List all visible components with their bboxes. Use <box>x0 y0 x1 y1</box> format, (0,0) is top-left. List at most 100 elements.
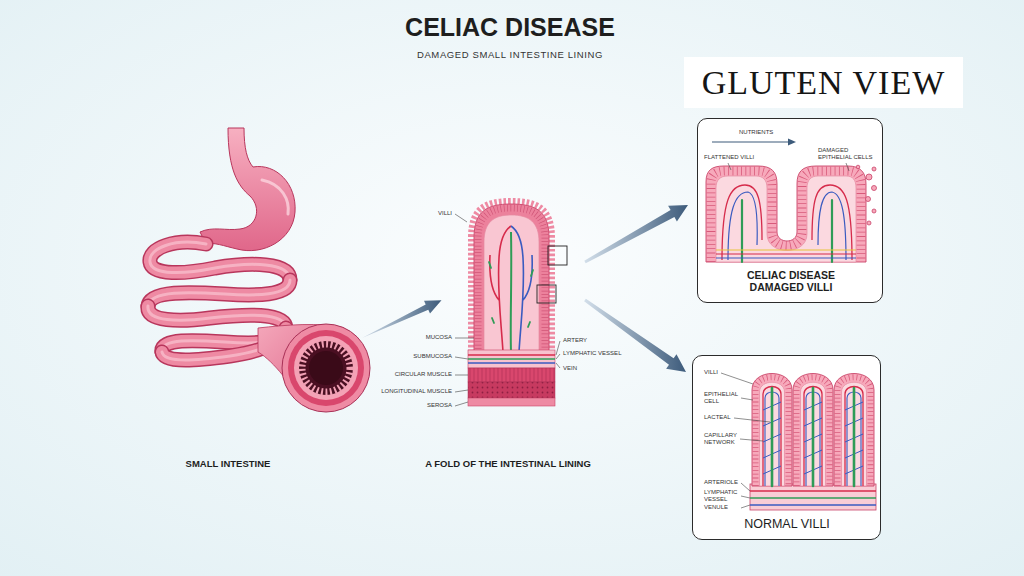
zoom-arrow <box>362 300 442 338</box>
nutrient-arrow <box>712 141 789 142</box>
leader-line <box>556 354 560 359</box>
leader-line <box>455 402 468 406</box>
leader-line <box>741 483 750 491</box>
intestine-loop <box>148 306 286 328</box>
panel-ground <box>697 118 883 303</box>
leader-line <box>741 496 750 498</box>
zoom-square <box>537 285 556 303</box>
intestine-loop <box>162 345 268 360</box>
flattened-villi <box>706 166 866 262</box>
leader-line <box>455 357 468 359</box>
part-label: VEIN <box>563 365 577 372</box>
longitudinal-muscle-layer <box>468 382 555 398</box>
part-label: SEROSA <box>427 402 452 409</box>
lymph-vessel <box>742 200 832 262</box>
part-label: SUBMUCOSA <box>413 353 452 360</box>
watermark: GLUTEN VIEW <box>684 57 963 108</box>
leader-lines <box>455 214 560 406</box>
serosa-layer <box>468 398 555 406</box>
lymph-bits <box>489 262 533 327</box>
artery-vessel <box>716 253 856 254</box>
villi-ring <box>302 344 350 392</box>
loose-cell <box>866 197 871 202</box>
muscle-ring <box>288 330 364 406</box>
subtitle: DAMAGED SMALL INTESTINE LINING <box>320 50 700 61</box>
figure-caption: A FOLD OF THE INTESTINAL LINING <box>348 459 668 470</box>
intestine-loop <box>148 280 290 306</box>
submucosa-layer <box>468 350 555 368</box>
leader-line <box>846 163 849 171</box>
villus <box>834 374 874 487</box>
loose-cell <box>867 221 871 225</box>
venule-vessel <box>750 504 876 506</box>
zoom-arrow <box>584 299 686 372</box>
villus <box>752 374 792 487</box>
panel-label: FLATTENED VILLI <box>704 154 754 161</box>
intestinal-fold <box>468 201 567 406</box>
serosa-ring <box>282 324 370 412</box>
panel-label: NUTRIENTS <box>739 129 773 136</box>
nutrient-arrowhead <box>788 139 796 146</box>
loose-cell <box>872 167 876 171</box>
villi-fringe <box>471 201 552 352</box>
loose-cell <box>866 174 872 180</box>
lumen <box>299 341 353 395</box>
part-label: LYMPHATIC VESSEL <box>563 350 621 357</box>
intestine-cross-section <box>282 324 370 412</box>
zoom-square <box>548 246 567 265</box>
intestine-loop <box>148 306 286 328</box>
loose-cell <box>856 165 860 169</box>
epithelium <box>711 171 861 262</box>
intestine-loop <box>162 345 268 360</box>
diagram-title: CELIAC DISEASE <box>300 13 720 42</box>
panel-title: NORMAL VILLI <box>697 517 877 531</box>
intestine-loop <box>148 306 286 328</box>
leader-line <box>455 375 468 376</box>
part-label: CIRCULAR MUSCLE <box>395 371 452 378</box>
intestine-loop <box>162 345 268 360</box>
damaged-cells <box>856 165 876 225</box>
figure-caption: SMALL INTESTINE <box>118 459 338 470</box>
stomach-body <box>200 128 295 251</box>
leader-line <box>728 163 731 170</box>
artery-vessel <box>490 226 511 352</box>
leader-line <box>740 439 763 441</box>
panel-label: VENULE <box>704 504 728 511</box>
leader-line <box>455 338 474 339</box>
villi-base <box>750 484 876 510</box>
villus <box>793 374 833 487</box>
panel-label: LACTEAL <box>704 414 731 421</box>
intestine-loop <box>150 242 290 280</box>
intestine-loop <box>148 280 290 306</box>
lymph-vessel <box>750 497 876 499</box>
epithelium <box>478 208 545 352</box>
stomach <box>200 128 295 251</box>
zoom-arrow <box>584 205 688 263</box>
leader-line <box>741 398 753 400</box>
leader-line <box>455 214 467 222</box>
lamina <box>716 176 856 262</box>
leader-line <box>455 390 468 392</box>
mucosa-ring <box>294 336 358 400</box>
leader-line <box>734 418 770 422</box>
villi-panel: VILLIEPITHELIAL CELLLACTEALCAPILLARY NET… <box>692 355 881 540</box>
lumen-center <box>309 351 343 385</box>
loose-cell <box>872 209 876 213</box>
panel-label: ARTERIOLE <box>704 479 738 486</box>
vein-vessel <box>716 257 856 258</box>
normal-villi <box>721 373 876 510</box>
arteriole-vessel <box>750 490 876 492</box>
part-label: VILLI <box>438 210 452 217</box>
intestine-loop <box>150 242 290 280</box>
fold-body <box>474 204 549 352</box>
stomach-highlight <box>262 180 288 214</box>
fold-core <box>484 215 539 352</box>
part-label: ARTERY <box>563 337 587 344</box>
leader-line <box>741 505 750 508</box>
vein-vessel <box>511 226 532 352</box>
panel-ground <box>692 355 880 540</box>
intestine-loop <box>150 242 290 280</box>
panel-title: CELIAC DISEASE DAMAGED VILLI <box>731 269 851 293</box>
loose-cell <box>872 186 877 191</box>
panel-label: CAPILLARY NETWORK <box>704 432 748 446</box>
